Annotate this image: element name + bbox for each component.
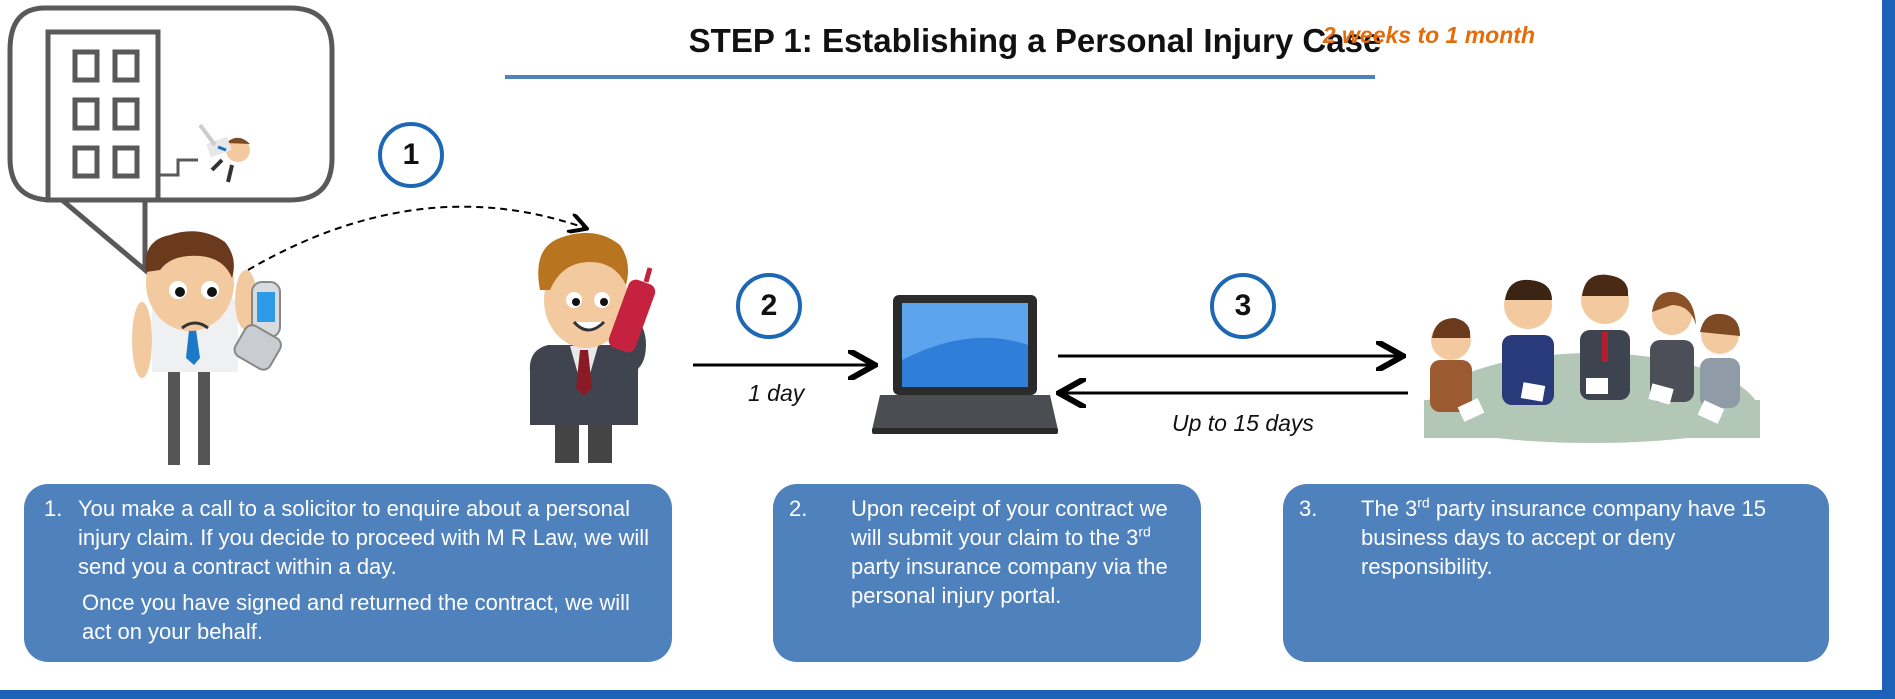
step-1-number: 1	[378, 122, 444, 188]
laptop-icon	[872, 295, 1058, 434]
step-3-number: 3	[1210, 273, 1276, 339]
call-arc-arrow	[247, 205, 585, 271]
flip-phone-icon	[233, 281, 282, 371]
step-3-duration: Up to 15 days	[1172, 410, 1314, 436]
timeframe-label: 2 weeks to 1 month	[1322, 22, 1535, 48]
insurance-meeting-icon	[1420, 274, 1764, 477]
step-2-box-number: 2.	[789, 496, 808, 521]
step-2-ordinal-suffix: rd	[1138, 523, 1151, 540]
step-2-description-box: 2. Upon receipt of your contract we will…	[773, 484, 1201, 662]
falling-person-icon	[198, 123, 250, 183]
bottom-border	[0, 690, 1895, 699]
step-2-description-text-end: party insurance company via the personal…	[851, 554, 1168, 608]
step-1-description-box: 1. You make a call to a solicitor to enq…	[24, 484, 672, 662]
step-3-description-text: The 3	[1361, 496, 1418, 521]
step-1-box-number: 1.	[44, 496, 63, 521]
step-1-followup-text: Once you have signed and returned the co…	[82, 590, 630, 644]
solicitor-person-icon	[529, 232, 656, 463]
step-1-description-text: You make a call to a solicitor to enquir…	[78, 496, 650, 579]
step-2-number: 2	[736, 273, 802, 339]
right-border	[1882, 0, 1895, 699]
title-underline	[505, 75, 1375, 79]
step-3-description-text-end: party insurance company have 15 business…	[1361, 496, 1767, 579]
step-3-description-box: 3. The 3rd party insurance company have …	[1283, 484, 1829, 662]
caller-person-icon	[132, 231, 282, 465]
accident-speech-bubble-icon	[7, 5, 335, 276]
step-3-box-number: 3.	[1299, 496, 1318, 521]
step-2-description-text: Upon receipt of your contract we will su…	[851, 496, 1168, 550]
page-title: STEP 1: Establishing a Personal Injury C…	[688, 22, 1382, 59]
mobile-phone-icon	[608, 267, 656, 353]
step-2-duration: 1 day	[748, 380, 805, 406]
step-3-ordinal-suffix: rd	[1417, 494, 1430, 511]
